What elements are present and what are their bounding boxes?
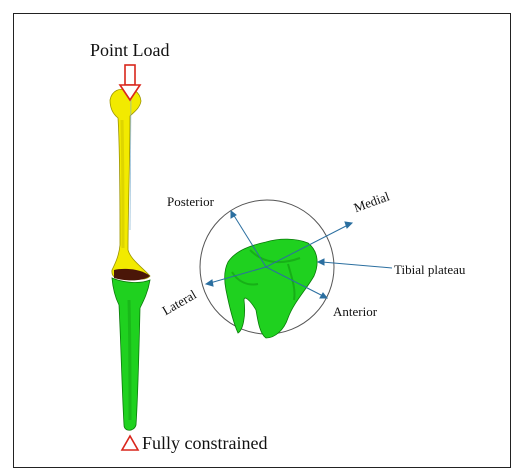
tibial-plateau-label: Tibial plateau (394, 263, 465, 276)
fixed-constraint-icon (122, 436, 138, 450)
fully-constrained-label: Fully constrained (142, 434, 267, 452)
point-load-label: Point Load (90, 41, 170, 59)
anterior-label: Anterior (333, 305, 377, 318)
posterior-label: Posterior (167, 195, 214, 208)
